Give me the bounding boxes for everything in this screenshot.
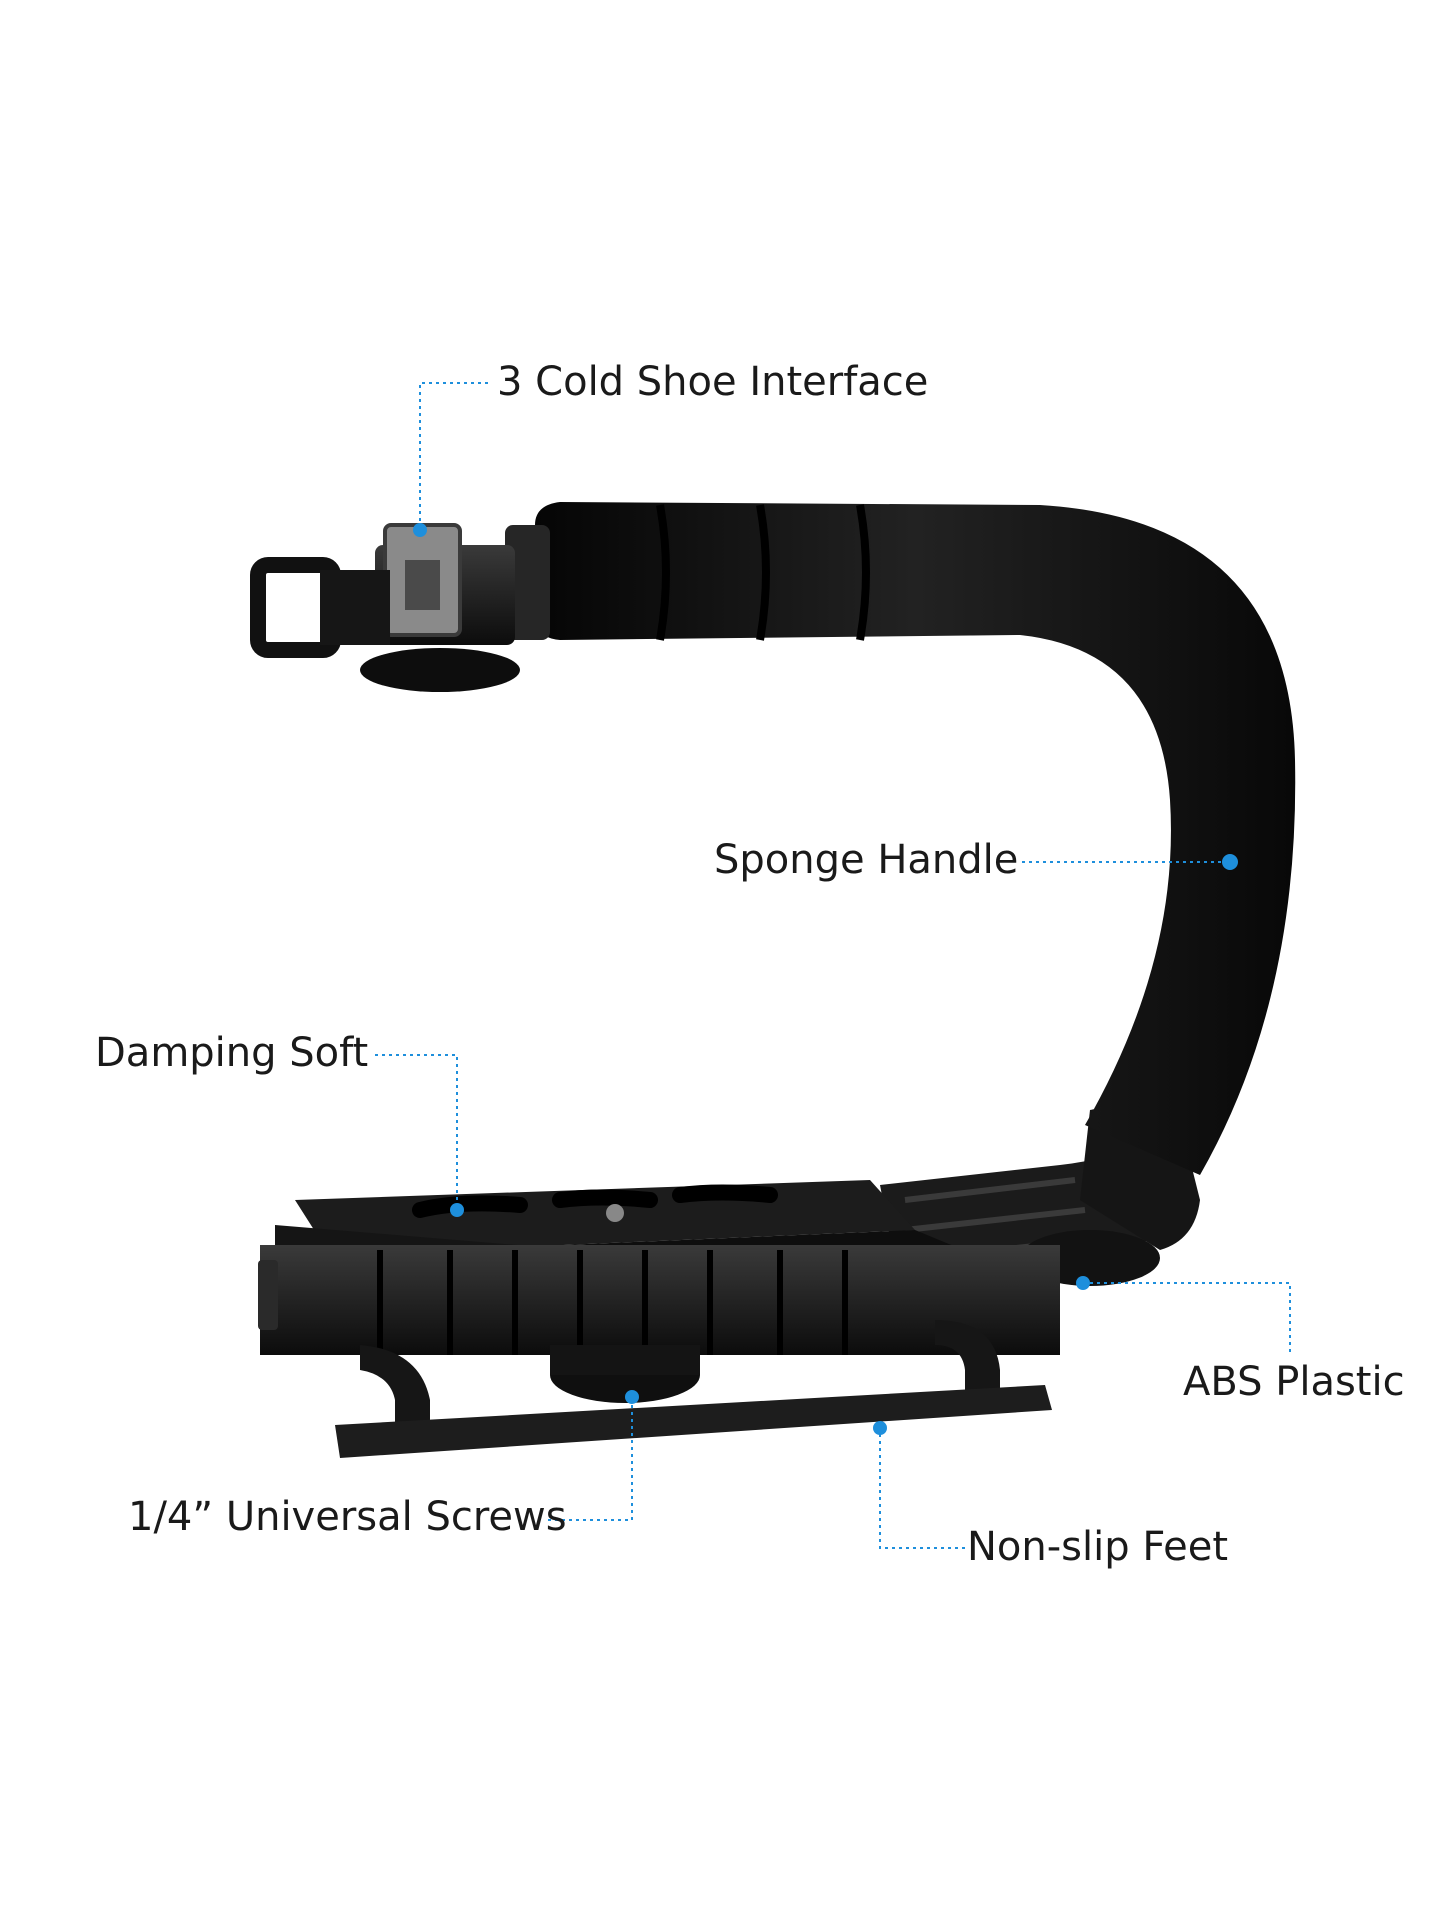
label-cold-shoe: 3 Cold Shoe Interface [497, 359, 929, 405]
callout-line-damping-soft [375, 1054, 458, 1208]
label-abs-plastic: ABS Plastic [1183, 1359, 1405, 1405]
callout-line-non-slip-feet [879, 1428, 965, 1549]
top-mount-arm [320, 570, 390, 645]
base-plate-grooves [377, 1250, 848, 1355]
top-mount-collar [505, 525, 550, 640]
label-damping-soft: Damping Soft [95, 1030, 369, 1076]
base-plate-front-face [260, 1245, 1060, 1355]
sponge-handle-grip-ridges [656, 504, 870, 641]
non-slip-foot-bar [335, 1385, 1052, 1458]
base-plate-slots [412, 1184, 778, 1218]
right-foot-bracket [935, 1320, 1000, 1400]
sponge-handle [535, 502, 1296, 1175]
callout-dot-universal-screws [625, 1390, 639, 1404]
callout-line-cold-shoe [419, 382, 488, 527]
base-plate-side-clip [258, 1260, 278, 1330]
callout-dot-damping-soft [450, 1203, 464, 1217]
callout-dot-non-slip-feet [873, 1421, 887, 1435]
universal-screw-knob-body [550, 1345, 700, 1375]
callout-line-abs-plastic [1083, 1282, 1291, 1355]
callout-line-universal-screws [548, 1397, 633, 1521]
label-universal-screws: 1/4” Universal Screws [128, 1494, 567, 1540]
callout-dot-sponge-handle [1222, 854, 1238, 870]
base-plate-center-screw [606, 1204, 624, 1222]
left-foot-bracket [360, 1345, 430, 1425]
top-cold-shoe-slot [405, 560, 440, 610]
top-mount-knob [360, 648, 520, 692]
callout-dot-cold-shoe [413, 523, 427, 537]
label-sponge-handle: Sponge Handle [714, 837, 1019, 883]
label-non-slip-feet: Non-slip Feet [967, 1524, 1229, 1570]
callout-dot-abs-plastic [1076, 1276, 1090, 1290]
